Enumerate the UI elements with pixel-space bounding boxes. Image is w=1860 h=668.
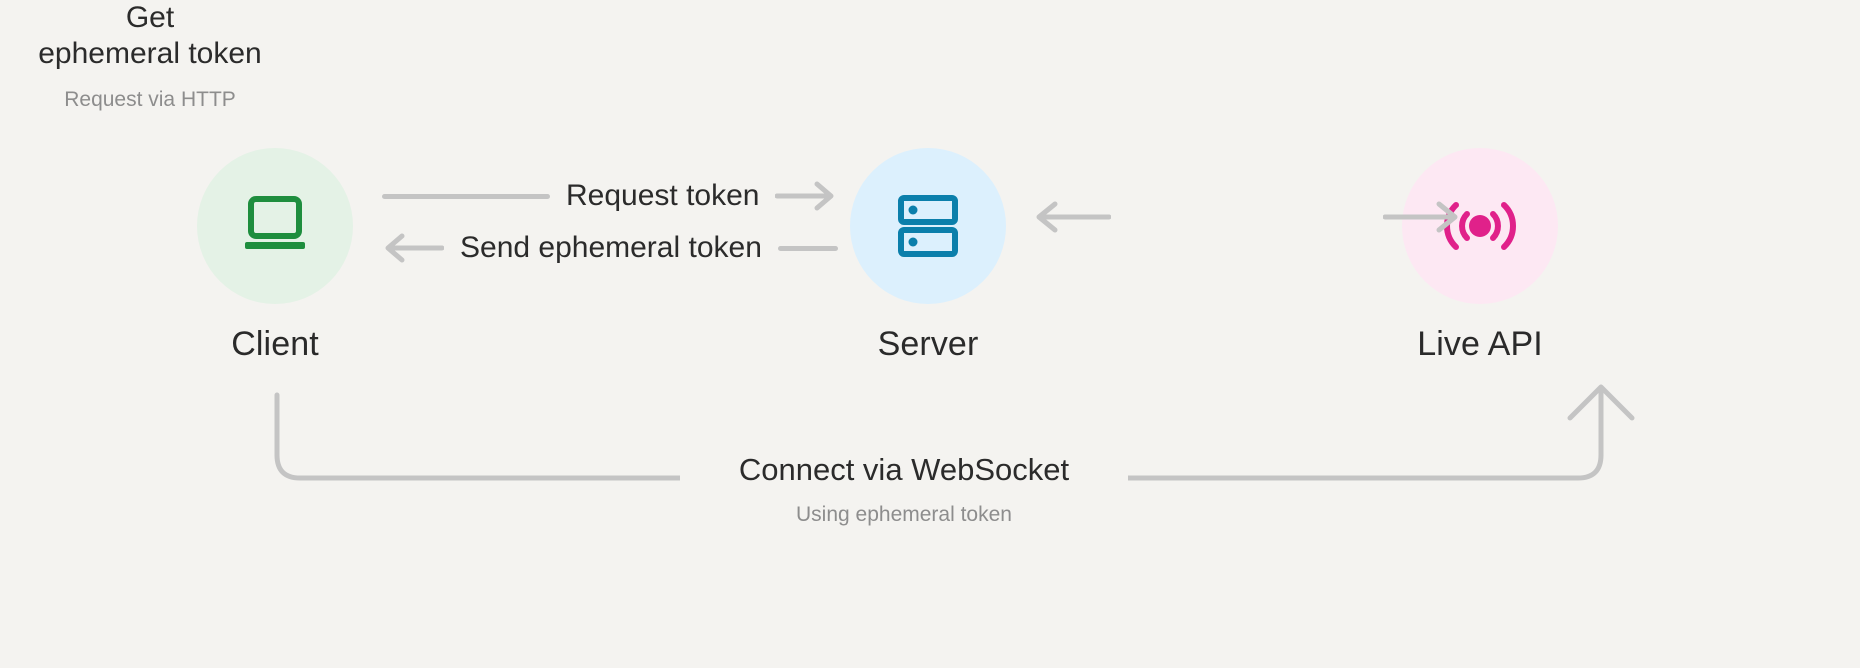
connector-request-token: Request token <box>382 178 837 214</box>
node-server-label: Server <box>877 325 979 363</box>
node-live-api-circle <box>1402 148 1558 304</box>
arrow-right-to-live-api-icon <box>1383 201 1458 233</box>
connector-send-ephemeral-token-label: Send ephemeral token <box>460 231 762 264</box>
node-live-api-label: Live API <box>1417 325 1543 363</box>
arrow-left-icon <box>385 233 444 263</box>
connector-connect-websocket-label: Connect via WebSocket <box>738 452 1070 487</box>
connector-get-ephemeral-token-sublabel: Request via HTTP <box>64 88 236 111</box>
server-icon <box>898 195 958 257</box>
connector-get-ephemeral-token: Get ephemeral token Request via HTTP <box>0 0 300 113</box>
node-client-circle <box>197 148 353 304</box>
connector-connect-websocket-sublabel: Using ephemeral token <box>796 503 1012 526</box>
connector-connect-websocket: Connect via WebSocket Using ephemeral to… <box>680 452 1128 528</box>
node-server[interactable]: Server <box>778 148 1078 364</box>
connector-get-ephemeral-token-label-line1: Get <box>125 1 175 34</box>
connector-send-ephemeral-token: Send ephemeral token <box>382 230 838 266</box>
arrow-right-icon <box>775 181 834 211</box>
connector-request-token-label: Request token <box>566 179 760 212</box>
connector-line-right <box>777 245 838 251</box>
arrow-left-to-server-icon <box>1036 201 1111 233</box>
node-client-label: Client <box>231 325 319 363</box>
node-live-api[interactable]: Live API <box>1330 148 1630 364</box>
connector-line-left <box>382 193 550 199</box>
node-client[interactable]: Client <box>125 148 425 364</box>
node-server-circle <box>850 148 1006 304</box>
connector-get-ephemeral-token-label-line2: ephemeral token <box>38 37 262 70</box>
laptop-icon <box>245 196 305 249</box>
